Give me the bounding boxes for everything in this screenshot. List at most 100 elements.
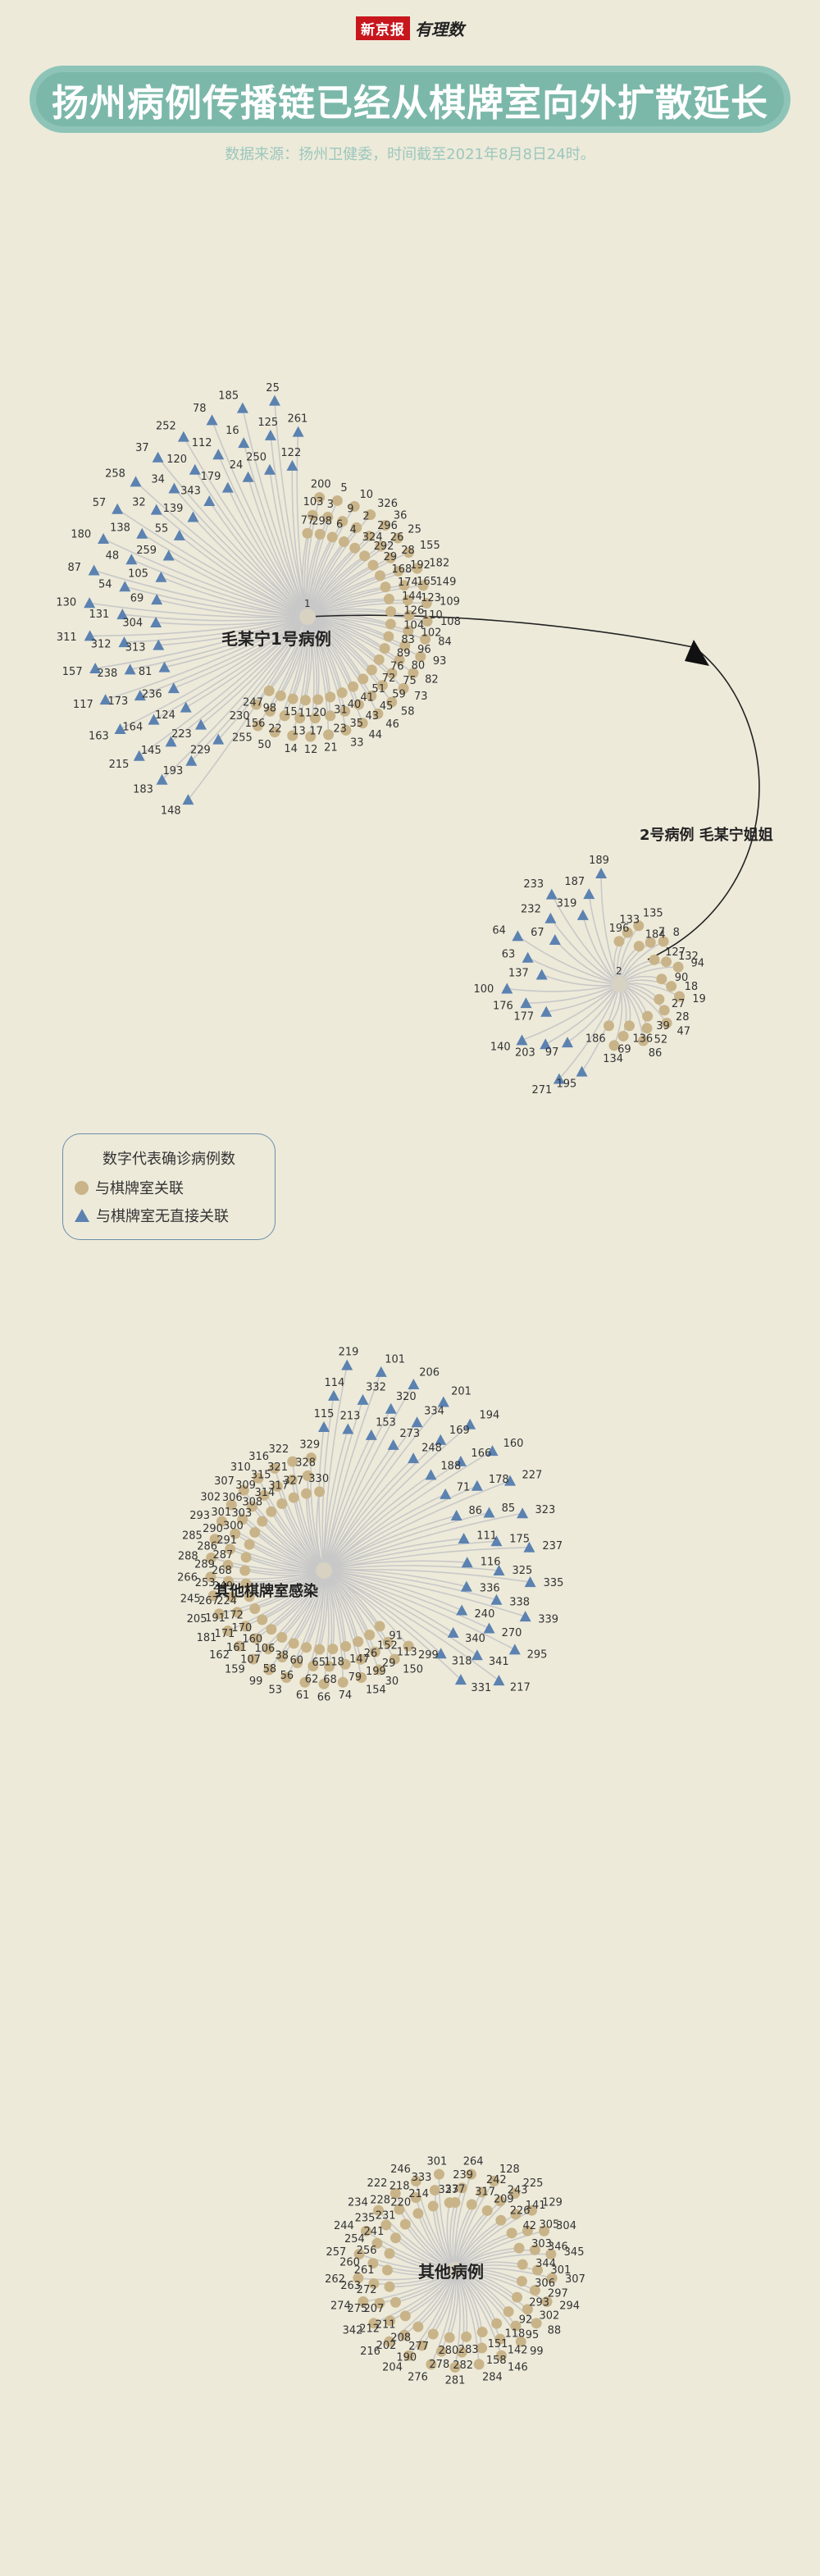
case-label-77: 77: [301, 514, 315, 527]
case-label-88: 88: [548, 2325, 562, 2337]
case-label-233: 233: [523, 878, 544, 891]
circle-node-170: [257, 1614, 268, 1625]
case-label-238: 238: [97, 668, 117, 680]
case-label-136: 136: [632, 1033, 653, 1045]
case-label-40: 40: [348, 699, 362, 711]
circle-node-314: [276, 1498, 288, 1510]
case-label-244: 244: [334, 2220, 354, 2232]
case-label-328: 328: [295, 1457, 316, 1470]
circle-node-306: [247, 1501, 258, 1512]
case-label-284: 284: [482, 2371, 503, 2383]
triangle-node-137: [535, 969, 548, 980]
case-label-296: 296: [377, 520, 398, 532]
case-label-258: 258: [105, 468, 125, 481]
triangle-node-25: [268, 394, 280, 406]
case-label-34: 34: [151, 473, 165, 486]
case-label-109: 109: [440, 596, 460, 609]
link-17: [307, 616, 318, 718]
case-label-132: 132: [678, 951, 699, 963]
circle-node-4: [338, 536, 349, 547]
link-178: [323, 1484, 478, 1571]
case-label-112: 112: [192, 437, 212, 449]
circle-node-300: [249, 1526, 261, 1538]
triangle-node-232: [544, 912, 557, 923]
case-label-236: 236: [142, 689, 162, 701]
link-301: [242, 1519, 325, 1571]
circle-node-26: [353, 1636, 364, 1648]
triangle-node-16: [238, 437, 250, 449]
link-4: [307, 540, 345, 618]
circle-node-109: [421, 598, 432, 609]
circle-node-18: [666, 981, 677, 992]
case-label-333: 333: [412, 2172, 432, 2184]
case-label-293: 293: [189, 1510, 210, 1522]
link-72: [307, 616, 373, 671]
link-236: [173, 616, 308, 689]
case-label-44: 44: [369, 729, 383, 741]
case-label-33: 33: [350, 737, 364, 750]
link-138: [141, 533, 308, 618]
circle-node-118: [327, 1644, 339, 1655]
circle-node-82: [408, 668, 419, 679]
circle-node-192: [393, 565, 404, 577]
circle-node-186: [603, 1020, 614, 1032]
circle-node-92: [503, 2306, 514, 2318]
triangle-node-203: [540, 1038, 552, 1050]
case-label-235: 235: [355, 2212, 376, 2224]
triangle-node-122: [286, 459, 298, 471]
circle-node-242: [476, 2186, 488, 2198]
triangle-node-34: [168, 482, 180, 494]
triangle-node-169: [435, 1434, 447, 1445]
circle-node-234: [372, 2204, 384, 2216]
hub-case2: [611, 976, 627, 992]
case-label-4: 4: [349, 524, 356, 536]
case-label-158: 158: [486, 2355, 507, 2367]
case-label-243: 243: [508, 2184, 528, 2196]
link-79: [323, 1570, 346, 1665]
case-label-291: 291: [216, 1534, 237, 1547]
case-label-83: 83: [401, 634, 415, 646]
case-label-134: 134: [603, 1053, 623, 1065]
link-189: [600, 873, 620, 985]
case-label-93: 93: [433, 655, 447, 668]
link-312: [124, 616, 308, 643]
triangle-node-219: [341, 1359, 353, 1370]
link-156: [269, 616, 308, 712]
case-label-72: 72: [382, 672, 396, 685]
case-label-206: 206: [419, 1367, 440, 1379]
case-label-253: 253: [195, 1577, 216, 1589]
link-123: [307, 600, 408, 618]
case-label-226: 226: [510, 2205, 531, 2218]
case-label-345: 345: [564, 2246, 585, 2259]
case-label-278: 278: [429, 2359, 449, 2371]
case-label-142: 142: [508, 2345, 528, 2357]
case-label-13: 13: [292, 726, 306, 738]
triangle-node-97: [562, 1037, 574, 1048]
circle-node-27: [654, 994, 665, 1005]
hub-case-number: 1: [304, 598, 311, 609]
case-label-8: 8: [673, 927, 680, 939]
circle-node-129: [526, 2204, 538, 2216]
link-105: [161, 577, 308, 618]
node-layer: [84, 394, 686, 2373]
case-label-160b: 160: [242, 1634, 262, 1646]
triangle-node-81: [158, 661, 171, 672]
case-label-248: 248: [421, 1443, 442, 1455]
triangle-node-120: [189, 463, 201, 475]
circle-node-209: [481, 2204, 493, 2216]
triangle-node-130: [84, 597, 96, 609]
case-label-338: 338: [509, 1596, 530, 1608]
case-label-80: 80: [412, 660, 426, 672]
link-309: [263, 1494, 325, 1571]
case-label-133: 133: [619, 914, 640, 926]
case-label-335: 335: [544, 1577, 564, 1589]
case-label-322: 322: [268, 1443, 289, 1456]
triangle-node-252: [177, 431, 189, 442]
circle-node-155: [403, 547, 414, 559]
page-title: 扬州病例传播链已经从棋牌室向外扩散延长: [51, 80, 768, 125]
triangle-node-320: [385, 1402, 397, 1414]
case-label-92: 92: [519, 2314, 533, 2327]
case-label-144: 144: [402, 590, 422, 603]
case-label-191: 191: [205, 1612, 226, 1625]
case-label-337: 337: [445, 2184, 466, 2196]
